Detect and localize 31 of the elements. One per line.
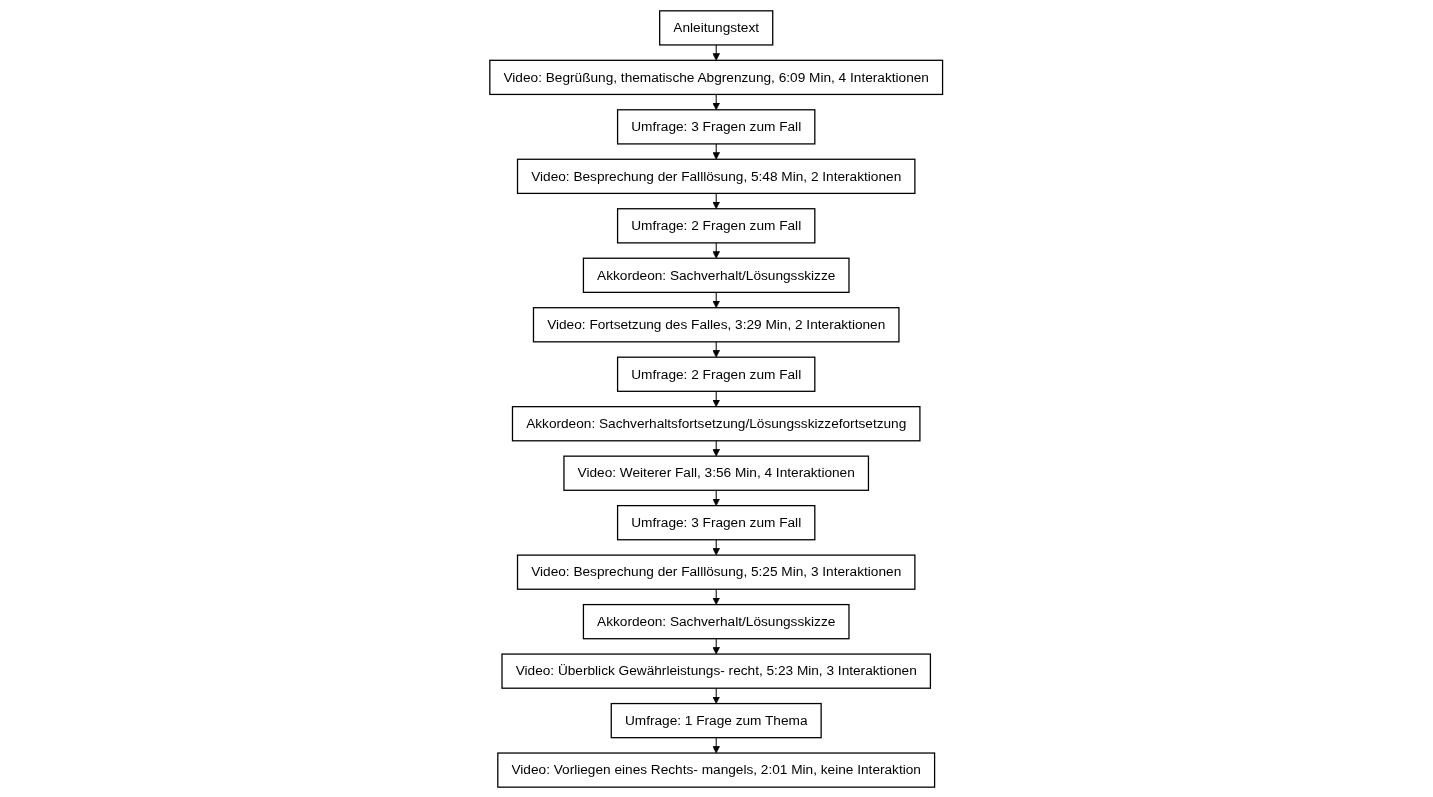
node-box: Video: Besprechung der Falllösung, 5:25 Min, 3 Interaktionen <box>517 553 916 590</box>
arrow <box>712 142 721 160</box>
arrow <box>712 340 721 358</box>
arrow <box>712 439 721 456</box>
node-box: Video: Vorliegen eines Rechts- mangels, 2:01 Min, keine Interaktion <box>497 751 936 788</box>
node-box: Akkordeon: Sachverhaltsfortsetzung/Lösungsskizzefortsetzung <box>512 405 921 441</box>
arrow <box>712 588 721 605</box>
node-box: Umfrage: 1 Frage zum Thema <box>610 702 823 738</box>
arrow <box>712 637 721 654</box>
node-box: Akkordeon: Sachverhalt/Lösungsskizze <box>583 257 850 293</box>
node-box: Video: Begrüßung, thematische Abgrenzung, 6:09 Min, 4 Interaktionen <box>489 59 944 95</box>
node-box: Video: Besprechung der Falllösung, 5:48 Min, 2 Interaktionen <box>517 158 916 194</box>
arrow <box>712 192 721 209</box>
arrow <box>712 241 721 259</box>
arrow <box>712 736 721 753</box>
arrow <box>712 390 721 407</box>
node-box: Video: Fortsetzung des Falles, 3:29 Min, 2 Interaktionen <box>533 306 900 342</box>
arrow <box>712 291 721 308</box>
arrow <box>712 93 721 110</box>
node-box: Umfrage: 2 Fragen zum Fall <box>617 207 816 243</box>
node-box: Anleitungstext <box>659 9 774 46</box>
node-box: Umfrage: 2 Fragen zum Fall <box>617 356 816 392</box>
arrow <box>712 687 721 704</box>
arrow <box>712 489 721 506</box>
node-box: Umfrage: 3 Fragen zum Fall <box>617 108 816 145</box>
node-box: Umfrage: 3 Fragen zum Fall <box>617 504 816 540</box>
arrow <box>712 43 721 61</box>
node-box: Video: Überblick Gewährleistungs- recht, 5:23 Min, 3 Interaktionen <box>501 652 932 689</box>
node-box: Akkordeon: Sachverhalt/Lösungsskizze <box>583 603 850 639</box>
arrow <box>712 538 721 555</box>
node-box: Video: Weiterer Fall, 3:56 Min, 4 Interaktionen <box>563 455 870 491</box>
